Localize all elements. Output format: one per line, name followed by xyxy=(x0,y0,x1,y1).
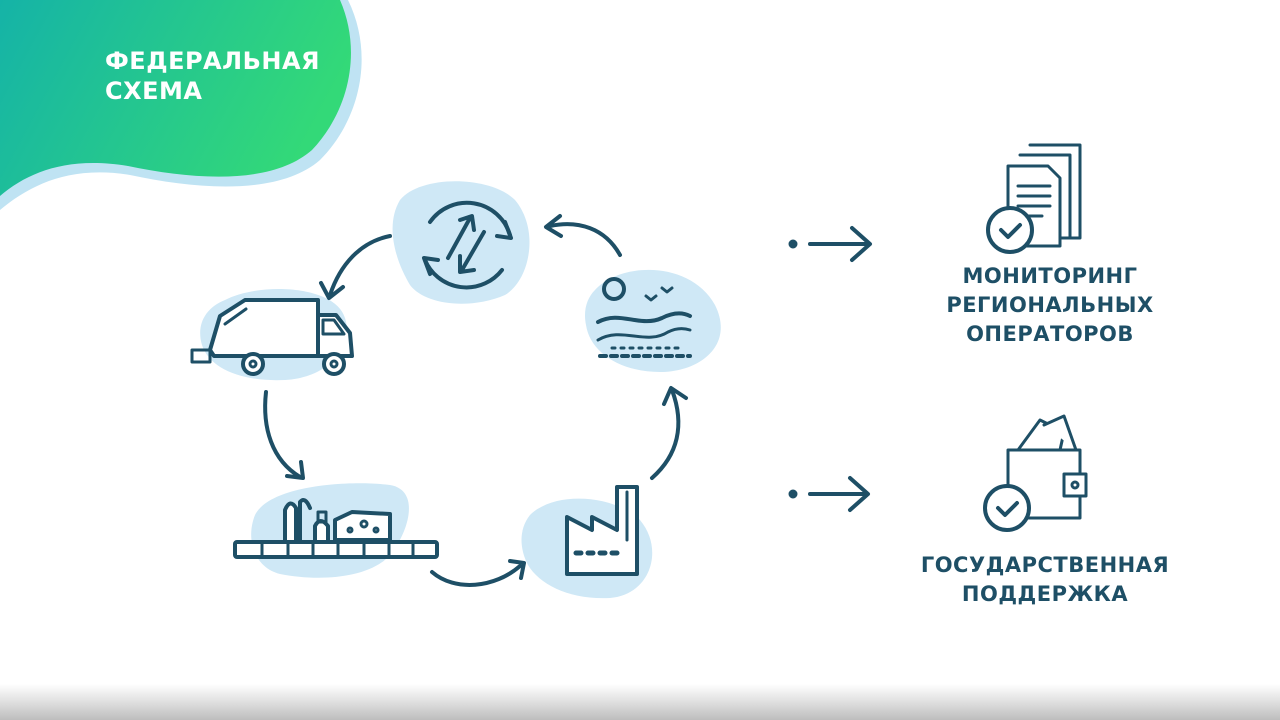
support-label-line-1: ГОСУДАРСТВЕННАЯ xyxy=(920,553,1170,577)
cycle-arrow-left-top xyxy=(319,234,392,300)
support-label-line-2: ПОДДЕРЖКА xyxy=(961,582,1129,606)
support-label: ГОСУДАРСТВЕННАЯ ПОДДЕРЖКА xyxy=(900,551,1190,609)
header-blob xyxy=(0,0,362,210)
title-line-1: ФЕДЕРАЛЬНАЯ xyxy=(105,47,320,75)
monitoring-label-line-2: РЕГИОНАЛЬНЫХ xyxy=(946,293,1154,317)
bottom-shadow xyxy=(0,684,1280,720)
monitoring-label: МОНИТОРИНГ РЕГИОНАЛЬНЫХ ОПЕРАТОРОВ xyxy=(905,262,1195,349)
garbage-truck-icon xyxy=(190,289,354,381)
monitoring-label-line-3: ОПЕРАТОРОВ xyxy=(966,322,1134,346)
cycle-arrow-top xyxy=(544,214,622,257)
arrow-to-monitoring xyxy=(788,226,872,262)
arrow-to-support xyxy=(788,476,870,512)
factory-icon xyxy=(521,485,653,599)
recycle-arrows-icon xyxy=(392,181,530,304)
monitoring-label-line-1: МОНИТОРИНГ xyxy=(962,264,1138,288)
documents-check-icon xyxy=(986,143,1082,254)
title-line-2: СХЕМА xyxy=(105,77,203,105)
wallet-check-icon xyxy=(983,414,1088,532)
cycle-arrow-right xyxy=(650,386,688,480)
cycle-arrow-bottom xyxy=(430,559,526,587)
page-title: ФЕДЕРАЛЬНАЯ СХЕМА xyxy=(105,46,320,106)
sorting-conveyor-icon xyxy=(233,483,439,578)
cycle-arrow-left-bottom xyxy=(263,390,305,480)
landscape-icon xyxy=(585,269,721,372)
